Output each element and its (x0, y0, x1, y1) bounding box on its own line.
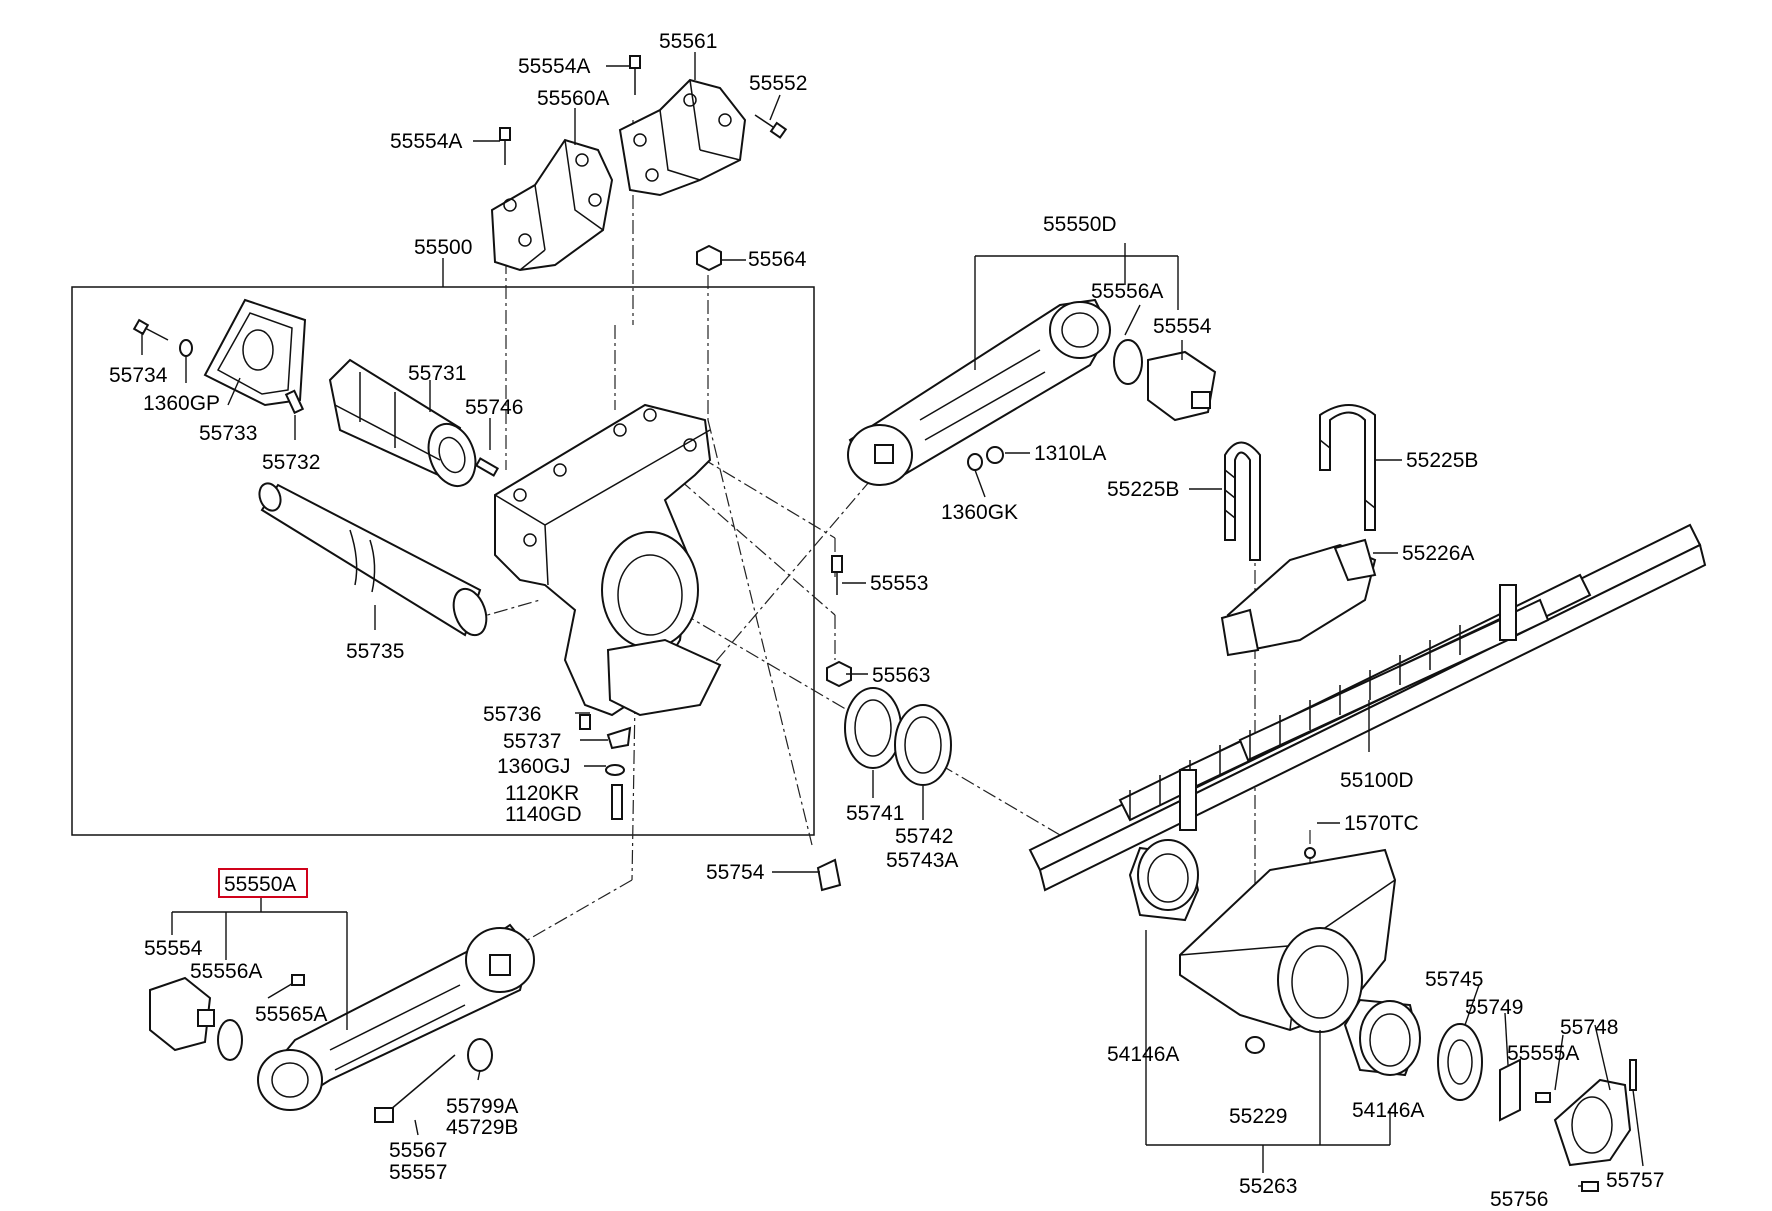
bracket-55561 (618, 78, 747, 197)
plate-55749 (1499, 1058, 1521, 1122)
label-1360GJ: 1360GJ (497, 755, 571, 778)
label-55554A-mid: 55554A (390, 130, 462, 153)
label-55757: 55757 (1606, 1169, 1664, 1192)
bushing-55731 (328, 358, 477, 487)
washer-55742 (894, 704, 952, 786)
label-55799A: 55799A (446, 1095, 518, 1118)
bracket-55560A (490, 138, 614, 272)
label-1310LA: 1310LA (1034, 442, 1106, 465)
label-55567: 55567 (389, 1139, 447, 1162)
bushing-55554-left (149, 976, 243, 1061)
leaf-spring-55100D (1028, 523, 1707, 892)
group-lines-55263 (1145, 930, 1391, 1173)
main-bracket-55500 (494, 403, 722, 820)
label-55564: 55564 (748, 248, 807, 271)
label-55737: 55737 (503, 730, 561, 753)
label-55555A: 55555A (1507, 1042, 1579, 1065)
label-55734: 55734 (109, 364, 168, 387)
washers-1360GK-1310LA (967, 446, 1004, 471)
label-55225B-right: 55225B (1406, 449, 1478, 472)
label-55263: 55263 (1239, 1175, 1297, 1198)
label-45729B: 45729B (446, 1116, 518, 1139)
label-55741: 55741 (846, 802, 904, 825)
label-55731: 55731 (408, 362, 466, 385)
label-55735: 55735 (346, 640, 404, 663)
label-55748: 55748 (1560, 1016, 1618, 1039)
label-55736: 55736 (483, 703, 541, 726)
group-lines-55550D (974, 243, 1179, 370)
fittings (696, 244, 852, 892)
cover-plate-55733 (203, 298, 307, 407)
label-1120KR: 1120KR (505, 782, 579, 805)
washer-55741 (844, 687, 902, 769)
label-55561: 55561 (659, 30, 717, 53)
label-55754: 55754 (706, 861, 765, 884)
label-55554-right: 55554 (1153, 315, 1212, 338)
small-bolts-left (132, 318, 500, 477)
axle-housing-55263 (1179, 847, 1397, 1033)
torque-rod-55550D (847, 298, 1112, 486)
label-55756: 55756 (1490, 1188, 1548, 1211)
label-1360GP: 1360GP (143, 392, 220, 415)
bushing-55554-right (1113, 339, 1217, 422)
cover-55748 (1553, 1078, 1632, 1167)
label-55557: 55557 (389, 1161, 447, 1184)
part-labels: 55554A 55561 55552 55560A 55554A 55500 5… (109, 30, 1664, 1211)
pin-55735 (258, 482, 488, 637)
label-54146A-right: 54146A (1352, 1099, 1424, 1122)
label-55554-left: 55554 (144, 937, 203, 960)
label-55550D: 55550D (1043, 213, 1117, 236)
small-parts-lower-left (267, 974, 493, 1123)
label-55563: 55563 (872, 664, 930, 687)
label-55554A-top: 55554A (518, 55, 590, 78)
bolts-top (499, 55, 788, 165)
label-55733: 55733 (199, 422, 257, 445)
label-55229: 55229 (1229, 1105, 1287, 1128)
label-55100D: 55100D (1340, 769, 1414, 792)
label-55732: 55732 (262, 451, 320, 474)
label-55746: 55746 (465, 396, 523, 419)
label-1570TC: 1570TC (1344, 812, 1419, 835)
label-55226A: 55226A (1402, 542, 1474, 565)
label-55225B-left: 55225B (1107, 478, 1179, 501)
label-55742: 55742 (895, 825, 953, 848)
spring-seat-55226A (1220, 538, 1377, 657)
label-55550A: 55550A (224, 873, 296, 896)
label-55553: 55553 (870, 572, 928, 595)
highlight-box-55550A (218, 868, 308, 898)
label-55745: 55745 (1425, 968, 1483, 991)
torque-rod-55550A (257, 923, 535, 1111)
leader-lines (141, 52, 1644, 1187)
bearing-54146A-left (1128, 839, 1200, 922)
group-lines-55550A (171, 897, 348, 1030)
label-55556A-left: 55556A (190, 960, 262, 983)
label-1140GD: 1140GD (505, 803, 582, 826)
label-55556A-right: 55556A (1091, 280, 1163, 303)
label-55565A: 55565A (255, 1003, 327, 1026)
label-55500: 55500 (414, 236, 472, 259)
u-bolts-55225B (1224, 404, 1376, 561)
label-55560A: 55560A (537, 87, 609, 110)
label-55743A: 55743A (886, 849, 958, 872)
bearing-54146A-right (1343, 998, 1421, 1077)
label-1360GK: 1360GK (941, 501, 1018, 524)
seal-55745 (1437, 1023, 1483, 1101)
label-55552: 55552 (749, 72, 807, 95)
label-55749: 55749 (1465, 996, 1523, 1019)
label-54146A-left: 54146A (1107, 1043, 1179, 1066)
